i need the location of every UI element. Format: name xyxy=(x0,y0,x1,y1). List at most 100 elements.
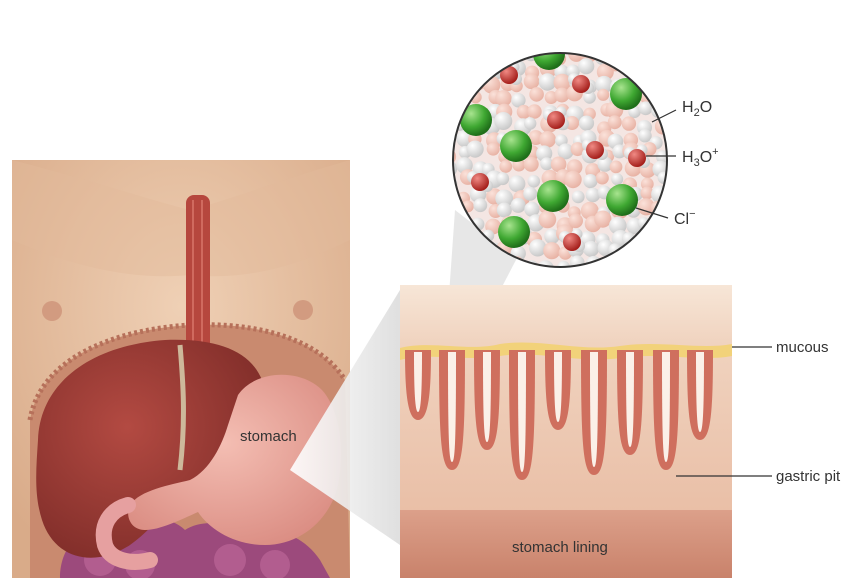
water-molecule xyxy=(657,230,670,243)
water-molecule xyxy=(627,240,644,257)
water-molecule xyxy=(442,64,457,79)
water-molecule xyxy=(523,187,537,201)
water-molecule xyxy=(456,61,469,74)
water-molecule xyxy=(639,74,656,91)
water-molecule xyxy=(446,104,459,117)
water-molecule xyxy=(611,46,627,62)
gastric-pit-lumen xyxy=(626,352,634,447)
water-molecule xyxy=(654,220,666,232)
water-molecule xyxy=(579,116,594,131)
water-molecule xyxy=(524,74,540,90)
water-molecule xyxy=(527,104,541,118)
water-molecule xyxy=(494,112,512,130)
water-molecule xyxy=(578,58,594,74)
chloride-ion xyxy=(500,130,532,162)
water-molecule xyxy=(564,171,581,188)
water-molecule xyxy=(455,47,472,64)
water-molecule xyxy=(467,141,484,158)
water-molecule xyxy=(597,89,609,101)
water-molecule xyxy=(653,241,666,254)
water-molecule xyxy=(641,259,656,274)
water-molecule xyxy=(473,198,487,212)
water-molecule xyxy=(583,241,599,257)
water-molecule xyxy=(639,58,654,73)
chloride-label: Cl− xyxy=(674,208,696,228)
water-molecule xyxy=(596,172,609,185)
oxygen-atom xyxy=(563,233,581,251)
water-molecule xyxy=(611,173,623,185)
water-molecule xyxy=(654,92,672,110)
chloride-ion xyxy=(610,78,642,110)
water-molecule xyxy=(524,157,539,172)
water-molecule xyxy=(650,61,664,75)
stomach-label: stomach xyxy=(240,428,297,445)
water-molecule xyxy=(524,117,536,129)
chloride-ion xyxy=(460,104,492,136)
water-molecule xyxy=(459,88,472,101)
water-molecule xyxy=(499,160,512,173)
water-molecule xyxy=(539,211,557,229)
gastric-pit-lumen xyxy=(662,352,670,462)
torso-illustration: stomach xyxy=(12,160,350,578)
gastric-pit-label: gastric pit xyxy=(776,468,841,485)
water-molecule xyxy=(537,260,554,277)
water-molecule xyxy=(622,116,636,130)
water-molecule xyxy=(529,87,544,102)
water-molecule xyxy=(570,255,585,270)
water-molecule xyxy=(470,46,487,63)
water-molecule xyxy=(586,188,601,203)
water-molecule xyxy=(608,115,622,129)
chloride-ion xyxy=(606,184,638,216)
water-molecule xyxy=(509,43,527,61)
water-molecule xyxy=(500,45,515,60)
water-molecule xyxy=(459,73,472,86)
water-molecule xyxy=(608,256,620,268)
water-molecule xyxy=(594,211,611,228)
water-molecule xyxy=(487,45,500,58)
right-nipple xyxy=(293,300,313,320)
water-molecule xyxy=(628,255,641,268)
water-molecule xyxy=(528,175,541,188)
water-molecule xyxy=(572,191,585,204)
water-molecule xyxy=(442,184,458,200)
h3o-label: H3O+ xyxy=(682,146,719,169)
esophagus xyxy=(186,195,210,365)
oxygen-atom xyxy=(471,173,489,191)
oxygen-atom xyxy=(586,141,604,159)
water-molecule xyxy=(539,131,556,148)
chloride-ion xyxy=(498,216,530,248)
water-molecule xyxy=(568,214,583,229)
h2o-label: H2O xyxy=(682,99,712,119)
water-molecule xyxy=(637,243,654,260)
water-molecule xyxy=(656,46,671,61)
water-molecule xyxy=(443,49,456,62)
gastric-pit-lumen xyxy=(590,352,598,467)
water-molecule xyxy=(623,47,636,60)
water-molecule xyxy=(497,203,512,218)
water-molecule xyxy=(638,129,651,142)
water-molecule xyxy=(648,254,666,272)
water-molecule xyxy=(511,198,526,213)
water-molecule xyxy=(509,175,526,192)
water-molecule xyxy=(437,87,455,105)
water-molecule xyxy=(598,260,613,275)
left-nipple xyxy=(42,301,62,321)
gastric-pit-lumen xyxy=(448,352,456,462)
oxygen-atom xyxy=(628,149,646,167)
water-molecule xyxy=(446,74,458,86)
gastric-pit-lumen xyxy=(483,352,491,442)
mucous-label: mucous xyxy=(776,339,829,356)
water-molecule xyxy=(543,242,560,259)
water-molecule xyxy=(444,120,457,133)
water-molecule xyxy=(467,62,485,80)
water-molecule xyxy=(610,161,623,174)
gastric-tissue-section: stomach lining xyxy=(400,285,732,578)
chloride-ion xyxy=(537,180,569,212)
water-molecule xyxy=(635,46,651,62)
water-molecule xyxy=(438,230,454,246)
water-molecule xyxy=(487,143,500,156)
stomach-lining-label: stomach lining xyxy=(512,539,608,556)
water-molecule xyxy=(496,172,509,185)
gastric-pit-lumen xyxy=(518,352,526,472)
